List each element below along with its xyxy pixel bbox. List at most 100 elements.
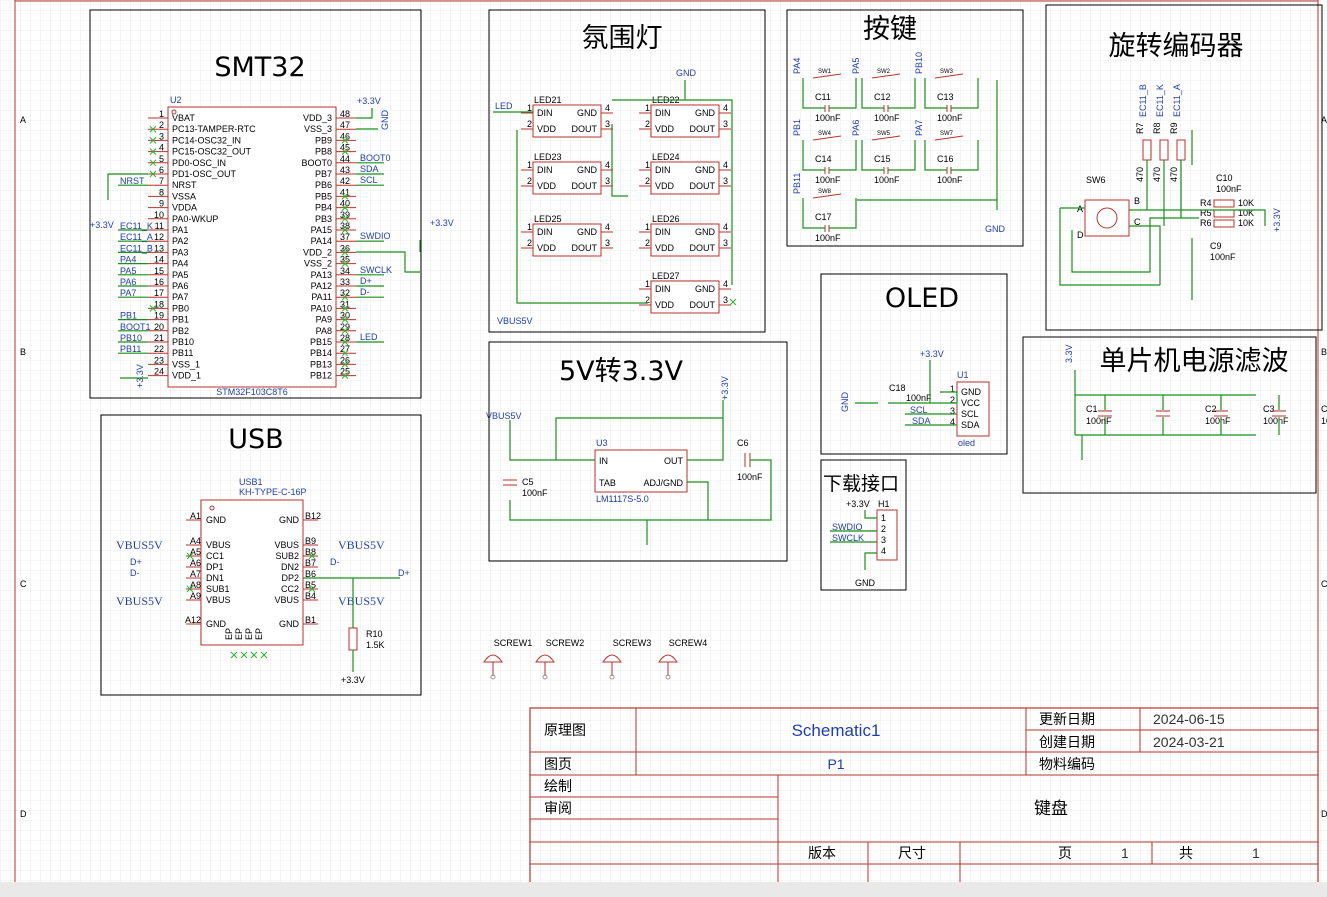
switch-ref: SW5 bbox=[877, 131, 891, 137]
mcu-pin-name: PB13 bbox=[310, 359, 332, 369]
mcu-pin-number: 11 bbox=[155, 221, 164, 231]
mcu-pin-number: 30 bbox=[340, 311, 350, 321]
encoder-res-value: 10K bbox=[1238, 208, 1254, 218]
mcu-pin-name: PB2 bbox=[172, 326, 189, 336]
usb-vbus-net: VBUS5V bbox=[116, 594, 163, 608]
mcu-pin-number: 42 bbox=[340, 176, 350, 186]
mcu-pin-name: PA12 bbox=[311, 281, 332, 291]
svg-text:VDD: VDD bbox=[655, 181, 675, 191]
svg-text:3: 3 bbox=[605, 119, 610, 129]
h1-pin-2: 2 bbox=[881, 524, 886, 534]
ldo-schematic: U3 LM1117S-5.0 IN OUT TAB ADJ/GND VBUS5V… bbox=[486, 376, 772, 545]
oled-part: oled bbox=[958, 438, 975, 448]
sw6-encoder-body bbox=[1084, 199, 1130, 237]
svg-text:GND: GND bbox=[695, 284, 716, 294]
led-ref: LED23 bbox=[534, 152, 562, 162]
svg-text:GND: GND bbox=[577, 227, 598, 237]
usb-pin-number: A8 bbox=[190, 580, 201, 590]
mcu-pin-name: VDD_1 bbox=[172, 371, 201, 381]
mcu-net-label: PA7 bbox=[120, 288, 136, 298]
svg-text:2: 2 bbox=[645, 238, 650, 248]
encoder-block-frame bbox=[1045, 4, 1323, 331]
usb-dminus-net: D- bbox=[130, 568, 140, 578]
usb-pin-name: VBUS bbox=[274, 540, 299, 550]
encoder-net: EC11_A bbox=[1172, 84, 1182, 117]
usb-pin-name: GND bbox=[279, 619, 300, 629]
mcu-pin-name: VDDA bbox=[172, 203, 197, 213]
mcu-pin-name: PB12 bbox=[310, 371, 332, 381]
svg-text:4: 4 bbox=[723, 279, 728, 289]
enc-pin-b: B bbox=[1134, 196, 1140, 206]
key-net-label: PA6 bbox=[851, 120, 861, 136]
tb-total-value: 1 bbox=[1252, 845, 1260, 861]
mcu-pin-number: 3 bbox=[159, 131, 164, 141]
oled-ref: U1 bbox=[957, 370, 969, 380]
mcu-ref: U2 bbox=[170, 95, 182, 105]
mcu-pin-number: 41 bbox=[340, 187, 350, 197]
svg-text:GND: GND bbox=[577, 165, 598, 175]
tb-drawing-label: 原理图 bbox=[544, 723, 586, 739]
mcu-pin-number: 16 bbox=[154, 277, 164, 287]
horizontal-scrollbar[interactable] bbox=[0, 882, 1327, 897]
zone-letter: A bbox=[20, 115, 26, 125]
screw-icon: SCREW1 bbox=[483, 638, 533, 680]
oled-module-body bbox=[956, 381, 990, 437]
ldo-rail: +3.3V bbox=[720, 376, 730, 400]
usb-pin-number: A6 bbox=[190, 558, 201, 568]
h1-pin-4: 4 bbox=[881, 546, 886, 556]
svg-text:DIN: DIN bbox=[655, 227, 671, 237]
filter-cap-value: 100nF bbox=[1321, 416, 1327, 426]
svg-text:4: 4 bbox=[605, 103, 610, 113]
mcu-net-label: EC11_B bbox=[120, 243, 153, 253]
filter-cap-ref: C2 bbox=[1205, 404, 1217, 414]
tb-drawn-label: 绘制 bbox=[544, 779, 572, 795]
mcu-pin-name: PA9 bbox=[316, 315, 332, 325]
mcu-pin-name: PC13-TAMPER-RTC bbox=[172, 124, 256, 134]
cap-ref: C16 bbox=[937, 154, 954, 164]
mcu-pin-number: 23 bbox=[154, 355, 164, 365]
led-ref: LED26 bbox=[652, 214, 680, 224]
usb-ep-pin: EP bbox=[244, 628, 254, 640]
oled-title: OLED bbox=[885, 283, 959, 314]
svg-text:2: 2 bbox=[527, 176, 532, 186]
svg-text:1: 1 bbox=[645, 279, 650, 289]
ldo-vbus: VBUS5V bbox=[486, 411, 522, 421]
mcu-pin-number: 21 bbox=[154, 333, 164, 343]
svg-text:1: 1 bbox=[645, 222, 650, 232]
mcu-pin-number: 20 bbox=[154, 322, 164, 332]
ambient-block-frame bbox=[488, 9, 766, 333]
h1-header-body bbox=[876, 509, 898, 561]
encoder-res-value: 470 bbox=[1135, 167, 1145, 182]
usb-pin-name: DP2 bbox=[281, 573, 299, 583]
mcu-pin-number: 34 bbox=[340, 266, 350, 276]
usb-part: KH-TYPE-C-16P bbox=[239, 487, 307, 497]
usb-pin-name: DP1 bbox=[206, 562, 224, 572]
mcu-pin-name: PB9 bbox=[315, 135, 332, 145]
usb-pin-name: CC1 bbox=[206, 551, 224, 561]
svg-text:DIN: DIN bbox=[537, 165, 553, 175]
key-net-label: PB10 bbox=[914, 52, 924, 74]
usb-vbus-net: VBUS5V bbox=[116, 538, 163, 552]
mcu-pin-number: 17 bbox=[154, 288, 164, 298]
usb-pin-number: B6 bbox=[305, 569, 316, 579]
ldo-block-frame bbox=[488, 341, 788, 562]
mcu-net-label: PB1 bbox=[120, 311, 137, 321]
screw-ref: SCREW1 bbox=[494, 638, 533, 648]
mcu-pin-number: 31 bbox=[340, 299, 350, 309]
usb-pin-number: A4 bbox=[190, 536, 201, 546]
led-ref: LED21 bbox=[534, 95, 562, 105]
svg-text:2: 2 bbox=[645, 295, 650, 305]
tb-created-value: 2024-03-21 bbox=[1153, 734, 1225, 750]
mcu-top-gnd: GND bbox=[380, 110, 390, 131]
mcu-pin-name: VBAT bbox=[172, 113, 195, 123]
tb-created-label: 创建日期 bbox=[1039, 735, 1095, 751]
mcu-pin-name: PB3 bbox=[315, 214, 332, 224]
oled-pin-name: VCC bbox=[961, 398, 981, 408]
key-net-label: PA7 bbox=[914, 120, 924, 136]
usb-pin-name: SUB2 bbox=[275, 551, 299, 561]
svg-text:4: 4 bbox=[723, 222, 728, 232]
